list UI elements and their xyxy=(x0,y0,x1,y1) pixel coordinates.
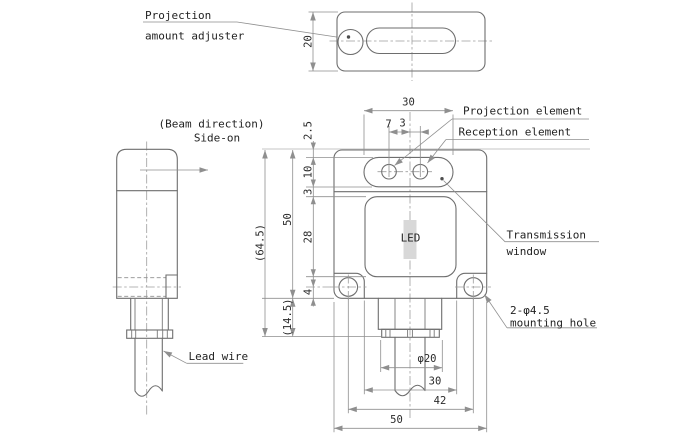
side-nut-ticks xyxy=(131,330,168,339)
dim-reception-offset: 3 xyxy=(399,118,405,130)
side-bracket-notch xyxy=(165,274,178,299)
adjuster-label-line2: amount adjuster xyxy=(145,30,245,43)
projection-element-leader xyxy=(394,118,453,166)
dim-window-gap: 3 xyxy=(303,189,315,195)
front-connector-inner-lines xyxy=(394,298,426,330)
dim-hole-to-bottom: 4 xyxy=(303,289,315,295)
front-cable xyxy=(394,336,426,391)
dim-hole-spacing: 42 xyxy=(434,395,447,407)
dim-overall-height: (64.5) xyxy=(255,224,267,262)
beam-direction-label-line1: (Beam direction) xyxy=(159,118,265,131)
left-corner-bracket xyxy=(333,272,365,299)
top-view-body-outline xyxy=(336,11,486,72)
transmission-window-label-line2: window xyxy=(507,245,547,258)
dim-body-height: 50 xyxy=(282,213,294,226)
element-ext-lines xyxy=(388,126,421,177)
front-top-dimensions: 30 7 3 xyxy=(363,97,454,177)
front-body-outline xyxy=(333,149,488,299)
front-nut-ticks xyxy=(385,329,435,338)
reception-element-label: Reception element xyxy=(459,126,572,139)
side-gland-nut xyxy=(126,329,174,339)
lead-wire-label: Lead wire xyxy=(189,350,249,363)
side-cable-break xyxy=(134,385,163,397)
side-view-body-outline xyxy=(116,148,178,299)
led-label: LED xyxy=(401,232,421,245)
transmission-window-leader xyxy=(443,180,599,243)
chain-arrowheads xyxy=(310,142,316,306)
projection-element-label: Projection element xyxy=(463,105,582,118)
transmission-window-label-line1: Transmission xyxy=(507,229,586,242)
side-connector-inner-lines xyxy=(134,298,163,330)
reception-element-leader xyxy=(427,139,447,164)
mounting-hole-label-line2: mounting hole xyxy=(510,317,596,330)
callout-labels: Projection element Reception element Tra… xyxy=(394,105,599,330)
front-lens-window xyxy=(363,156,454,188)
dim-bracket-span: 30 xyxy=(429,376,442,388)
dim-window-height: 10 xyxy=(303,166,315,179)
led-highlight xyxy=(403,220,417,259)
beam-direction-label-line2: Side-on xyxy=(194,132,240,145)
dim-window-width: 30 xyxy=(402,97,415,109)
dim-body-width: 50 xyxy=(390,414,403,426)
adjuster-dot xyxy=(346,35,351,39)
hole-centerlines xyxy=(330,274,491,300)
lead-wire-leader xyxy=(163,350,187,364)
top-view-lens-window xyxy=(365,27,457,55)
dim-connector-dia: φ20 xyxy=(418,353,437,365)
mounting-hole-leader xyxy=(484,294,508,329)
top-view: 20 Projection amount adjuster xyxy=(143,2,492,81)
front-left-dimensions: (64.5) 50 (14.5) 2.5 10 3 28 4 xyxy=(255,121,381,337)
dim-projection-offset: 7 xyxy=(385,119,391,131)
right-corner-bracket xyxy=(456,272,488,299)
front-gland-nut xyxy=(381,328,440,338)
dim-led-height: 28 xyxy=(303,231,315,244)
side-view: (Beam direction) Side-on Lead wire xyxy=(112,118,265,417)
front-bottom-dimensions: φ20 30 42 50 xyxy=(333,299,488,433)
transmission-window-dot xyxy=(440,177,444,181)
front-view: LED xyxy=(330,112,491,419)
side-cable xyxy=(134,337,163,392)
dim30-top-ext xyxy=(363,114,454,155)
left-ext-lines xyxy=(262,157,381,337)
adjuster-label-line1: Projection xyxy=(145,9,211,22)
adjuster-circle xyxy=(337,28,364,56)
dim-below-body: (14.5) xyxy=(282,299,294,337)
mounting-hole-label-line1: 2-φ4.5 xyxy=(510,304,550,317)
led-window xyxy=(364,196,457,278)
dim-top-view-height: 20 xyxy=(303,35,315,48)
dim-top-to-window: 2.5 xyxy=(303,121,315,140)
bottom-ext-lines xyxy=(333,299,488,433)
adjuster-leader xyxy=(143,21,337,38)
